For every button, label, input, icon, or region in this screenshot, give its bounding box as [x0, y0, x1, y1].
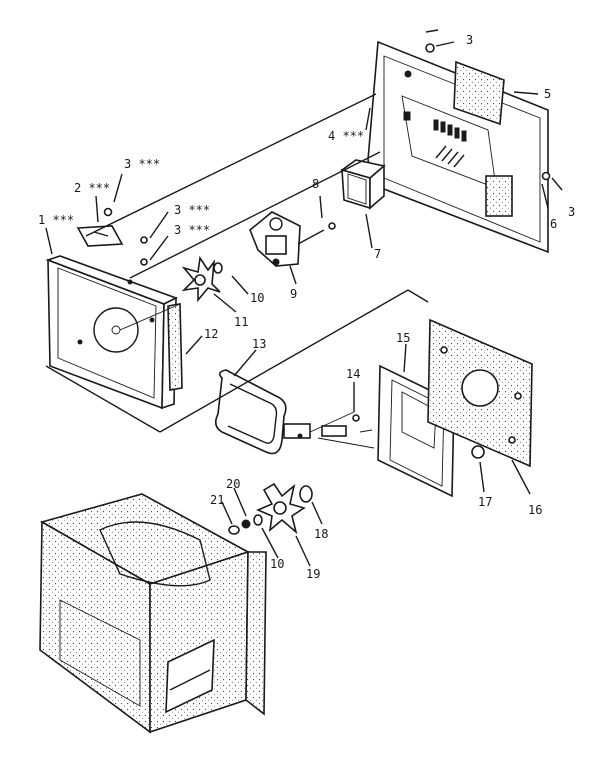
callout-7: 7: [374, 247, 381, 261]
callout-14: 14: [346, 367, 360, 381]
callout-3-left-upper: 3 ***: [124, 157, 160, 171]
callout-3-right: 3: [568, 205, 575, 219]
callout-3-top-right: 3: [466, 33, 473, 47]
callout-labels: 1 *** 2 *** 3 3 *** 3 *** 3 *** 3 4 *** …: [38, 33, 575, 581]
callout-6: 6: [550, 217, 557, 231]
callout-5: 5: [544, 87, 551, 101]
callout-10-lower: 10: [270, 557, 284, 571]
callout-19: 19: [306, 567, 320, 581]
terminal-part-14: [321, 425, 347, 437]
motor-part-9: [249, 211, 325, 267]
explosion-lines: [45, 93, 429, 449]
duct-part-7: [340, 159, 386, 210]
callout-20: 20: [226, 477, 240, 491]
callout-9: 9: [290, 287, 297, 301]
small-parts-lower: [228, 514, 263, 535]
callout-3-left-middle: 3 ***: [174, 203, 210, 217]
callout-11: 11: [234, 315, 248, 329]
gasket-part-12: [167, 303, 183, 391]
callout-12: 12: [204, 327, 218, 341]
callout-17: 17: [478, 495, 492, 509]
hub-part-18: [299, 485, 313, 503]
callout-16: 16: [528, 503, 542, 517]
callout-13: 13: [252, 337, 266, 351]
heating-element-part-13: [214, 369, 311, 455]
callout-15: 15: [396, 331, 410, 345]
callout-8: 8: [312, 177, 319, 191]
fan-part-19: [255, 482, 306, 535]
callout-10-upper: 10: [250, 291, 264, 305]
insulation-plate-part-5: [453, 60, 505, 126]
callout-2: 2 ***: [74, 181, 110, 195]
bracket-part-2: [76, 225, 124, 247]
rear-panel-part-16: [427, 318, 533, 468]
callout-leaders: [45, 29, 563, 567]
callout-18: 18: [314, 527, 328, 541]
callout-3-left-lower: 3 ***: [174, 223, 210, 237]
front-frame-part-1: [45, 255, 179, 410]
callout-21: 21: [210, 493, 224, 507]
fan-part-11: [181, 255, 221, 303]
callout-4: 4 ***: [328, 129, 364, 143]
callout-1: 1 ***: [38, 213, 74, 227]
oven-cavity: [39, 493, 267, 734]
washer-part-10: [213, 262, 223, 274]
screws: [103, 43, 551, 459]
vent-slots: [403, 111, 467, 168]
